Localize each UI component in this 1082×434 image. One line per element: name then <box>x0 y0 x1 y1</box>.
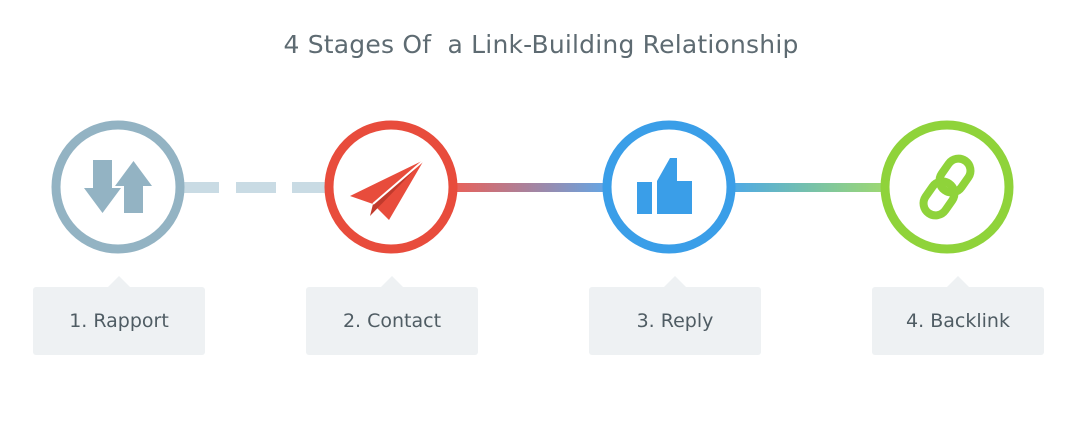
connector-rapport-contact <box>183 182 328 193</box>
diagram-title: 4 Stages Of a Link-Building Relationship <box>283 30 799 59</box>
connector-contact-reply <box>455 183 607 192</box>
thumbs-up-icon <box>637 158 692 214</box>
stage-1-node <box>51 120 185 254</box>
swap-arrows-icon <box>84 160 152 213</box>
stage-label-reply: 3. Reply <box>589 276 761 355</box>
stage-3-node <box>602 120 736 254</box>
chain-link-icon <box>919 154 975 220</box>
stage-label-contact: 2. Contact <box>306 276 478 355</box>
connector-reply-backlink <box>732 183 884 192</box>
stage-2-node <box>324 120 458 254</box>
paper-plane-icon <box>350 159 425 220</box>
stage-label-backlink: 4. Backlink <box>872 276 1044 355</box>
stage-4-node <box>880 120 1014 254</box>
stage-label-rapport: 1. Rapport <box>33 276 205 355</box>
